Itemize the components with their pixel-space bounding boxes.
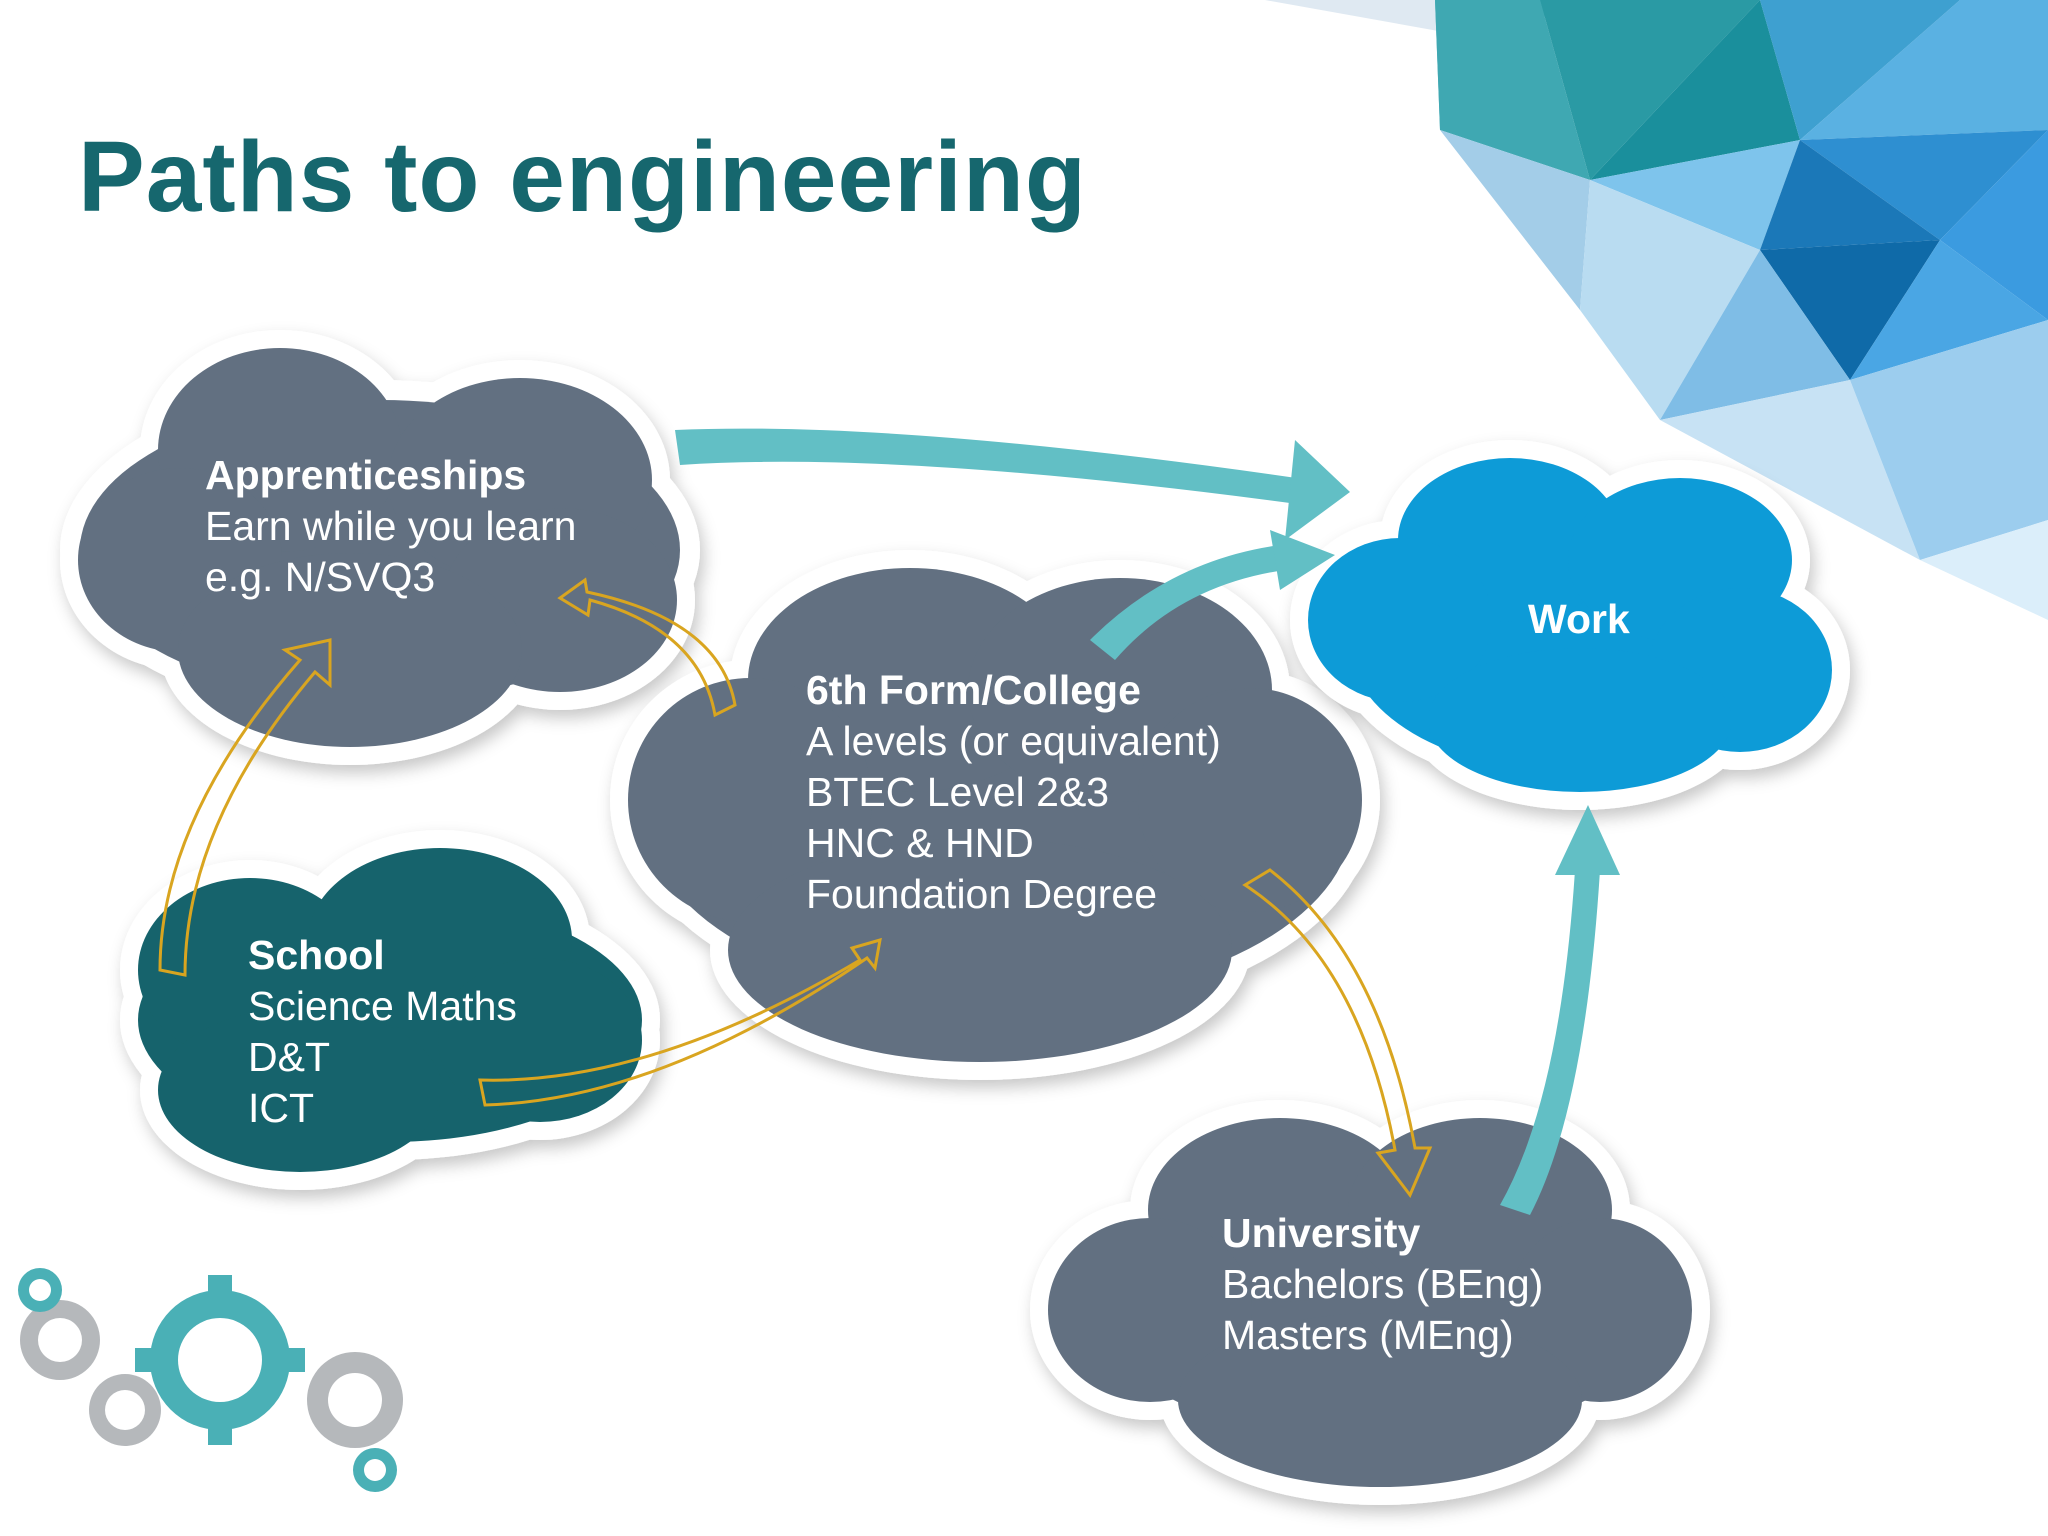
university-line: Masters (MEng) <box>1222 1312 1514 1358</box>
college-heading: 6th Form/College <box>806 667 1141 713</box>
college-cloud <box>610 550 1380 1080</box>
arrow-school-to-apprenticeships <box>158 638 332 977</box>
college-line: HNC & HND <box>806 820 1034 866</box>
arrow-apprenticeships-to-work <box>675 428 1350 540</box>
arrow-school-to-college <box>478 937 882 1107</box>
arrow-college-to-university <box>1242 868 1433 1198</box>
school-line: D&T <box>248 1034 330 1080</box>
work-label: Work <box>1528 594 1630 645</box>
apprenticeships-line: Earn while you learn <box>205 503 577 549</box>
apprenticeships-cloud <box>60 330 700 765</box>
arrow-college-to-work <box>1090 530 1335 660</box>
school-line: ICT <box>248 1085 315 1131</box>
apprenticeships-line: e.g. N/SVQ3 <box>205 554 436 600</box>
college-line: BTEC Level 2&3 <box>806 769 1110 815</box>
college-label: 6th Form/College A levels (or equivalent… <box>806 665 1221 920</box>
apprenticeships-label: Apprenticeships Earn while you learn e.g… <box>205 450 576 603</box>
work-cloud <box>1290 440 1850 810</box>
college-line: A levels (or equivalent) <box>806 718 1221 764</box>
university-line: Bachelors (BEng) <box>1222 1261 1544 1307</box>
school-heading: School <box>248 932 385 978</box>
college-line: Foundation Degree <box>806 871 1158 917</box>
school-label: School Science Maths D&T ICT <box>248 930 517 1134</box>
school-line: Science Maths <box>248 983 517 1029</box>
apprenticeships-heading: Apprenticeships <box>205 452 527 498</box>
university-heading: University <box>1222 1210 1421 1256</box>
university-label: University Bachelors (BEng) Masters (MEn… <box>1222 1208 1543 1361</box>
arrow-college-to-apprenticeships <box>557 577 737 718</box>
gears-icon <box>18 1268 403 1492</box>
university-cloud <box>1030 1100 1710 1505</box>
page-title: Paths to engineering <box>78 121 1088 233</box>
work-heading: Work <box>1528 596 1630 642</box>
arrow-university-to-work <box>1500 805 1620 1215</box>
